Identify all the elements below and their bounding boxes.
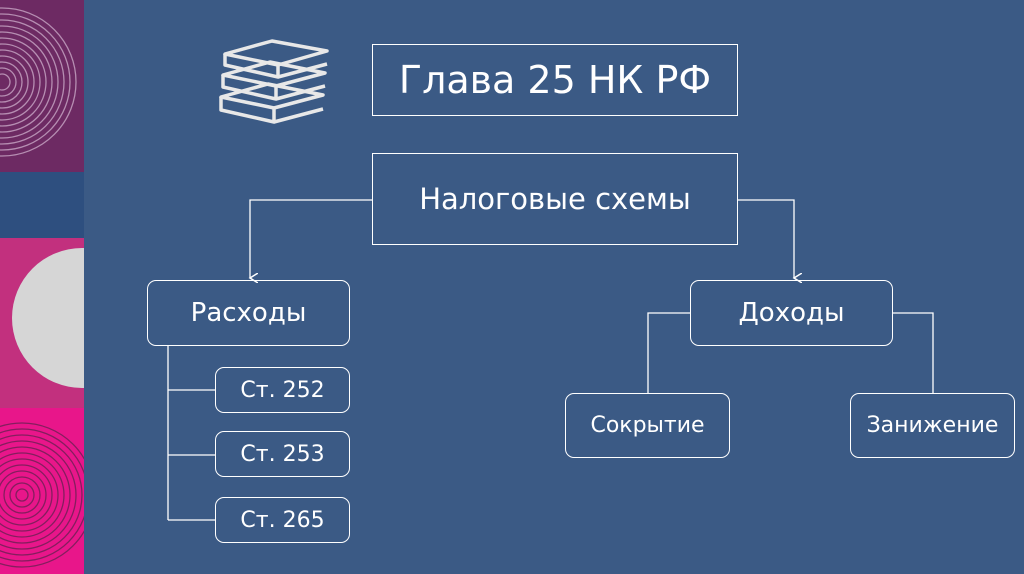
- connector-to-income: [738, 199, 794, 278]
- tax-schemes-node: Налоговые схемы: [372, 153, 738, 245]
- connector-expense-articles: [167, 346, 215, 521]
- chapter-title-text: Глава 25 НК РФ: [398, 58, 712, 102]
- article-label: Ст. 265: [240, 507, 325, 533]
- connector-to-hiding: [647, 312, 690, 393]
- article-label: Ст. 253: [240, 441, 325, 467]
- connector-to-expenses: [250, 199, 372, 278]
- article-label: Ст. 252: [240, 377, 325, 403]
- article-253-node: Ст. 253: [215, 431, 350, 477]
- income-label: Доходы: [738, 298, 845, 328]
- article-252-node: Ст. 252: [215, 367, 350, 413]
- expenses-label: Расходы: [190, 298, 307, 328]
- books-stack-icon: [219, 39, 329, 124]
- expenses-node: Расходы: [147, 280, 350, 346]
- article-265-node: Ст. 265: [215, 497, 350, 543]
- chapter-title: Глава 25 НК РФ: [372, 44, 738, 116]
- decorative-sidebar: [0, 0, 84, 574]
- connector-to-understating: [893, 312, 934, 393]
- understating-label: Занижение: [866, 413, 999, 438]
- hiding-node: Сокрытие: [565, 393, 730, 458]
- hiding-label: Сокрытие: [590, 413, 705, 438]
- income-node: Доходы: [690, 280, 893, 346]
- understating-node: Занижение: [850, 393, 1015, 458]
- tax-schemes-label: Налоговые схемы: [419, 182, 691, 216]
